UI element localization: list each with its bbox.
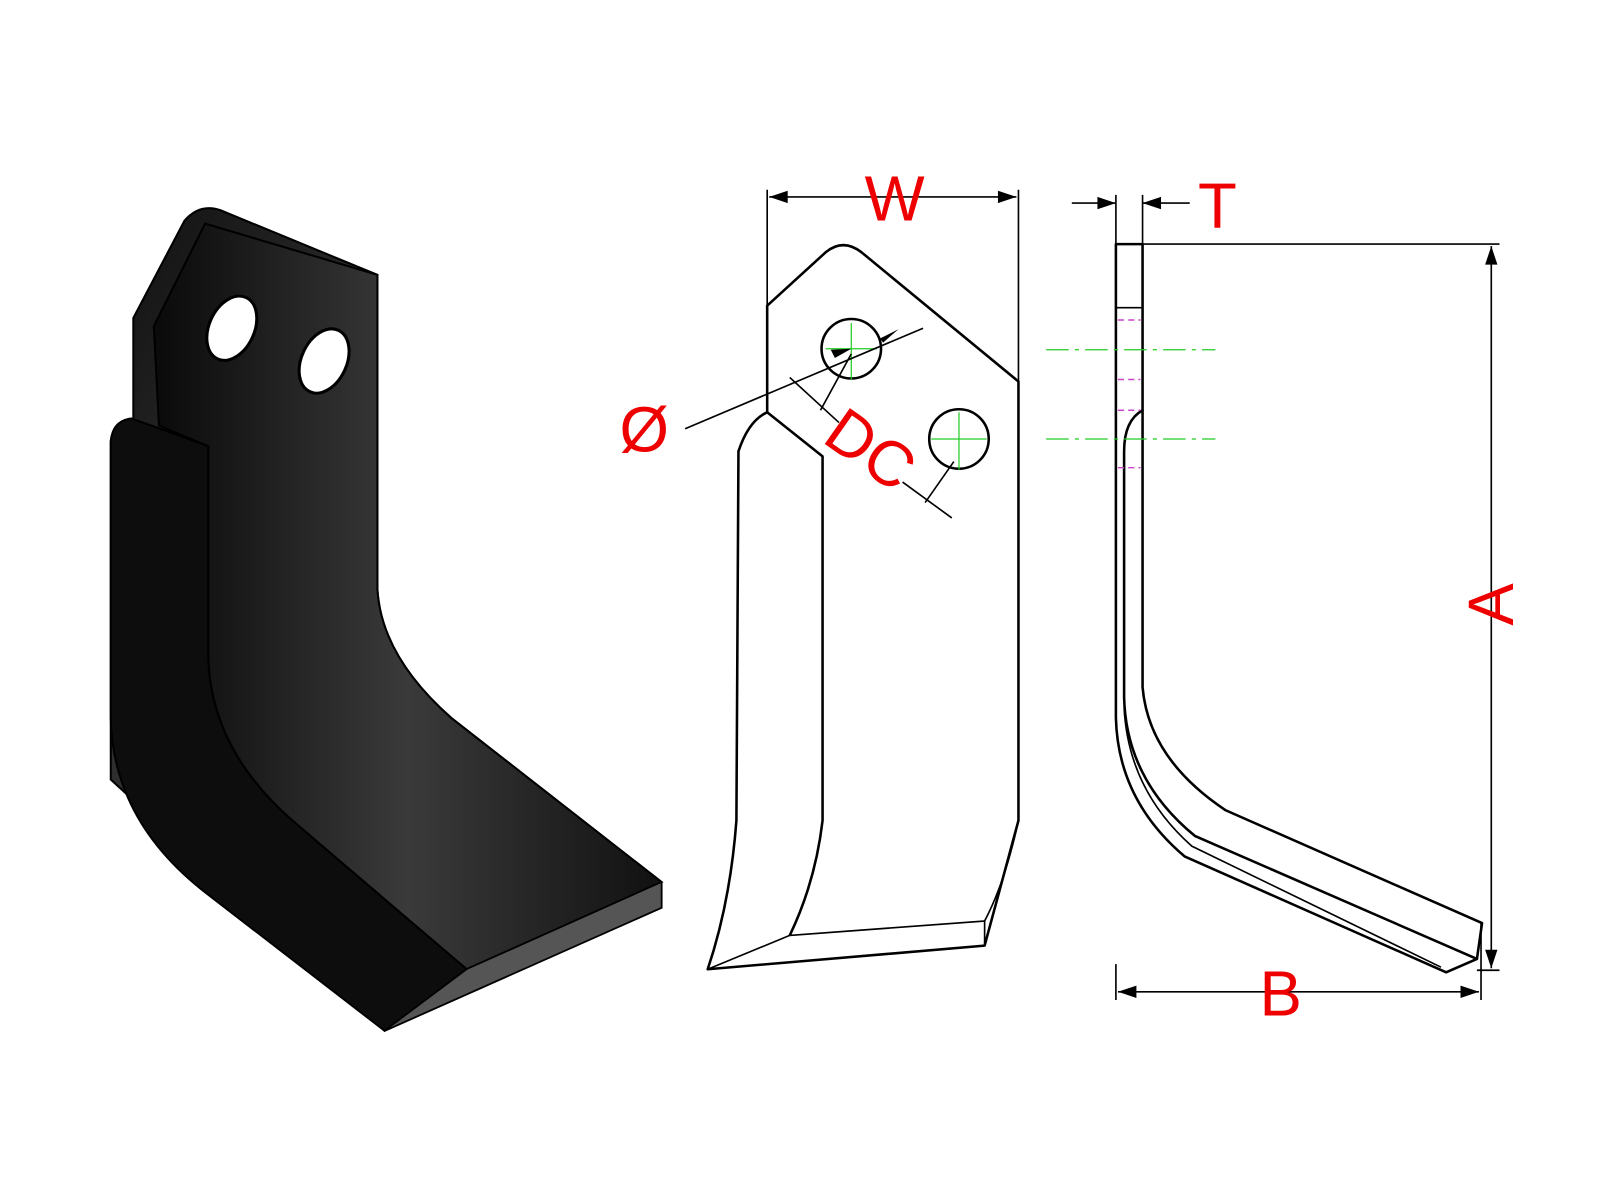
label-reach: B bbox=[1259, 958, 1301, 1029]
mount-hole-2 bbox=[297, 327, 351, 395]
mount-hole-1 bbox=[205, 294, 259, 362]
label-hole-diameter: Ø bbox=[619, 394, 668, 465]
front-view bbox=[684, 189, 1020, 971]
blade-3d-render bbox=[109, 207, 664, 1033]
side-view bbox=[1046, 194, 1500, 1000]
label-width: W bbox=[865, 164, 925, 235]
label-height: A bbox=[1456, 583, 1527, 626]
label-thickness: T bbox=[1198, 171, 1237, 242]
